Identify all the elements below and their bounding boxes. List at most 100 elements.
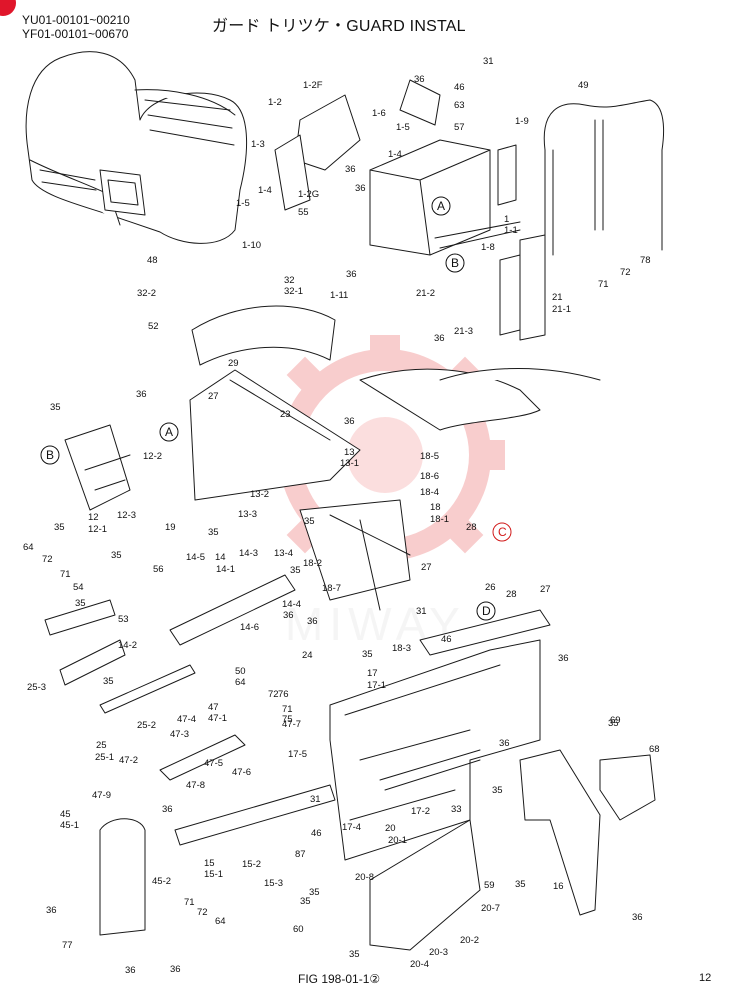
part-label: 36 bbox=[162, 804, 173, 815]
boom-plates bbox=[189, 305, 601, 611]
part-label: 35 bbox=[349, 949, 360, 960]
part-label: 18-1 bbox=[430, 514, 449, 525]
part-label: 63 bbox=[454, 100, 465, 111]
callout-A-left-label: A bbox=[165, 425, 173, 439]
part-label: 27 bbox=[208, 391, 219, 402]
part-label: 12-3 bbox=[117, 510, 136, 521]
part-label: 35 bbox=[290, 565, 301, 576]
part-label: 26 bbox=[485, 582, 496, 593]
part-label: 68 bbox=[649, 744, 660, 755]
part-label: 47-6 bbox=[232, 767, 251, 778]
guard-frame bbox=[499, 99, 664, 341]
part-label: 32-2 bbox=[137, 288, 156, 299]
part-label: 17-5 bbox=[288, 749, 307, 760]
part-label: 47-7 bbox=[282, 719, 301, 730]
part-label: 14-6 bbox=[240, 622, 259, 633]
part-label: 1-5 bbox=[396, 122, 410, 133]
part-label: 48 bbox=[147, 255, 158, 266]
part-label: 17-1 bbox=[367, 680, 386, 691]
part-label: 47-8 bbox=[186, 780, 205, 791]
part-label: 87 bbox=[295, 849, 306, 860]
part-label: 76 bbox=[278, 689, 289, 700]
part-label: 12-2 bbox=[143, 451, 162, 462]
part-label: 12 bbox=[88, 512, 99, 523]
part-label: 71 bbox=[598, 279, 609, 290]
part-label: 64 bbox=[235, 677, 246, 688]
part-label: 18-4 bbox=[420, 487, 439, 498]
part-label: 60 bbox=[293, 924, 304, 935]
part-label: 12-1 bbox=[88, 524, 107, 535]
part-label: 15-2 bbox=[242, 859, 261, 870]
part-label: 1-2G bbox=[298, 189, 319, 200]
part-label: 71 bbox=[60, 569, 71, 580]
part-label: 47 bbox=[208, 702, 219, 713]
part-label: 35 bbox=[75, 598, 86, 609]
part-label: 17 bbox=[367, 668, 378, 679]
part-label: 35 bbox=[515, 879, 526, 890]
part-label: 14 bbox=[215, 552, 226, 563]
callout-C: C bbox=[492, 522, 512, 542]
red-corner-mark bbox=[0, 0, 16, 16]
part-label: 20-8 bbox=[355, 872, 374, 883]
part-label: 14-2 bbox=[118, 640, 137, 651]
machine-body-illustration bbox=[25, 51, 247, 244]
part-label: 36 bbox=[170, 964, 181, 975]
part-label: 52 bbox=[148, 321, 159, 332]
part-label: 13-2 bbox=[250, 489, 269, 500]
callout-A-left: A bbox=[159, 422, 179, 442]
part-label: 1-1 bbox=[504, 225, 518, 236]
part-label: 55 bbox=[298, 207, 309, 218]
part-label: 18-7 bbox=[322, 583, 341, 594]
part-label: 1-5 bbox=[236, 198, 250, 209]
part-label: 49 bbox=[578, 80, 589, 91]
part-label: 36 bbox=[414, 74, 425, 85]
part-label: 78 bbox=[640, 255, 651, 266]
part-label: 50 bbox=[235, 666, 246, 677]
part-label: 18-6 bbox=[420, 471, 439, 482]
part-label: 25-1 bbox=[95, 752, 114, 763]
part-label: 36 bbox=[434, 333, 445, 344]
part-label: 35 bbox=[492, 785, 503, 796]
part-label: 19 bbox=[165, 522, 176, 533]
part-label: 36 bbox=[355, 183, 366, 194]
part-label: 36 bbox=[283, 610, 294, 621]
part-label: 71 bbox=[184, 897, 195, 908]
callout-D: D bbox=[476, 601, 496, 621]
part-label: 18-5 bbox=[420, 451, 439, 462]
part-label: 14-1 bbox=[216, 564, 235, 575]
part-label: 1-2 bbox=[268, 97, 282, 108]
main-frame bbox=[329, 609, 551, 861]
part-label: 14-5 bbox=[186, 552, 205, 563]
serial-range-1: YU01-00101~00210 bbox=[22, 13, 130, 27]
part-label: 21 bbox=[552, 292, 563, 303]
part-number-labels: 31364663571-9491-2F1-21-61-51-31-41-2G36… bbox=[23, 56, 660, 976]
part-label: 18-2 bbox=[303, 558, 322, 569]
part-label: 1-2F bbox=[303, 80, 323, 91]
part-label: 46 bbox=[441, 634, 452, 645]
part-label: 31 bbox=[416, 606, 427, 617]
part-label: 20-4 bbox=[410, 959, 429, 970]
part-label: 47-4 bbox=[177, 714, 196, 725]
part-label: 36 bbox=[46, 905, 57, 916]
page-number: 12 bbox=[699, 972, 712, 984]
part-label: 13-4 bbox=[274, 548, 293, 559]
part-label: 72 bbox=[197, 907, 208, 918]
part-label: 64 bbox=[215, 916, 226, 927]
part-label: 35 bbox=[103, 676, 114, 687]
part-label: 59 bbox=[484, 880, 495, 891]
part-label: 35 bbox=[50, 402, 61, 413]
part-label: 35 bbox=[208, 527, 219, 538]
part-label: 35 bbox=[309, 887, 320, 898]
part-label: 72 bbox=[268, 689, 279, 700]
part-label: 47-3 bbox=[170, 729, 189, 740]
part-label: 28 bbox=[466, 522, 477, 533]
upper-bracket-assembly bbox=[274, 79, 521, 256]
part-label: 45 bbox=[60, 809, 71, 820]
part-label: 15 bbox=[204, 858, 215, 869]
watermark-gear-hub bbox=[347, 417, 423, 493]
part-label: 15-3 bbox=[264, 878, 283, 889]
part-label: 45-2 bbox=[152, 876, 171, 887]
part-label: 36 bbox=[632, 912, 643, 923]
part-label: 57 bbox=[454, 122, 465, 133]
